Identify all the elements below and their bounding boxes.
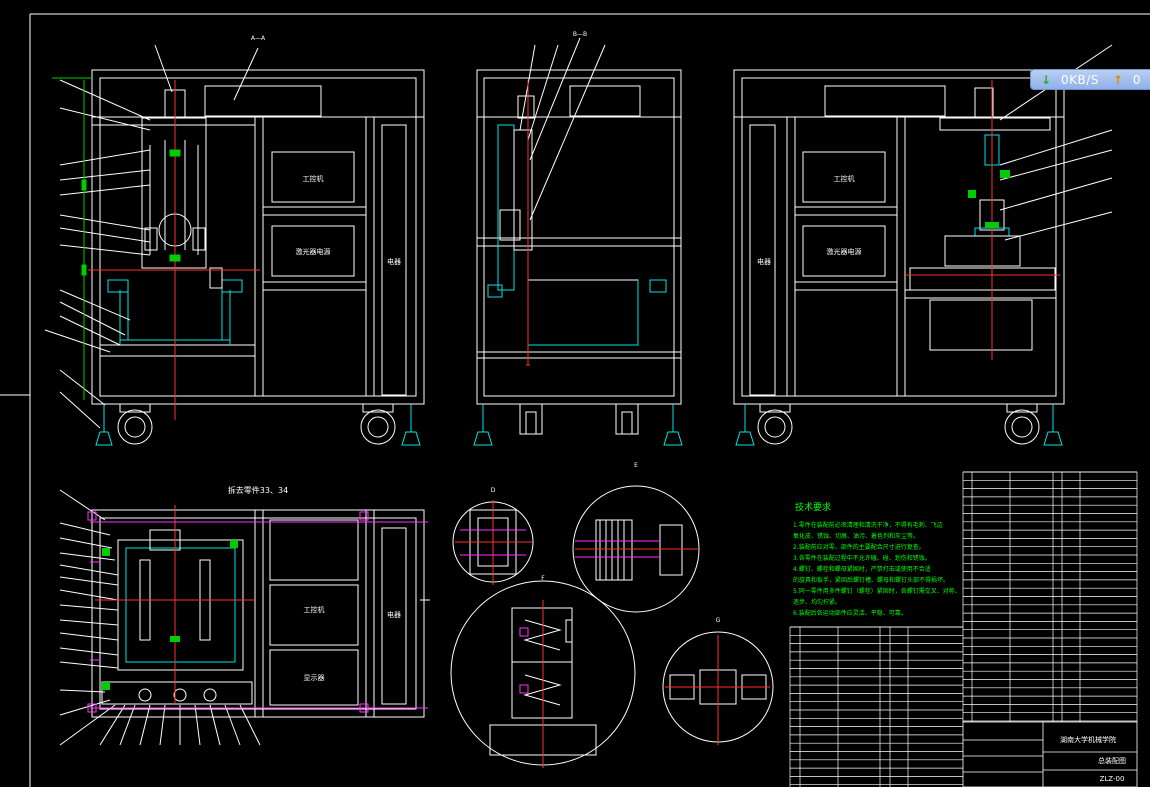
top-view (59, 489, 430, 746)
rear-view-centerlines (905, 80, 1060, 360)
side-view (473, 37, 683, 446)
school-name: 湖南大学机械学院 (1060, 735, 1116, 744)
tech-line: 6.装配后各运动部件应灵活、平稳、可靠。 (793, 609, 907, 617)
display-box-label: 显示器 (304, 674, 325, 682)
network-speed-widget: ↓ 0KB/S ↑ 0 (1030, 69, 1150, 90)
parts-list (789, 471, 1138, 787)
sheet-frame (0, 13, 1150, 787)
upload-arrow-icon: ↑ (1112, 72, 1123, 87)
tech-line: 逐步、均匀拧紧。 (793, 598, 841, 606)
front-view-dims (52, 77, 181, 400)
view-e-label: E (634, 462, 638, 469)
drawing-name: 总装配图 (1098, 756, 1126, 765)
tech-line: 4.螺钉、螺栓和螺母紧固时，严禁打击或使用不合适 (793, 565, 931, 573)
view-d-label: D (491, 487, 496, 494)
technical-requirements: 技术要求 1.零件在装配前必须清理和清洗干净，不得有毛刺、飞边 氧化皮、锈蚀、切… (793, 501, 961, 617)
ipc-box-label: 工控机 (303, 174, 324, 183)
view-labels: A—A B—B D E F G 拆去零件33、34 (228, 31, 721, 624)
tech-line: 5.同一零件用多件螺钉（螺栓）紧固时，各螺钉需交叉、对称、 (793, 587, 961, 595)
tech-line: 氧化皮、锈蚀、切屑、油污、着色剂和灰尘等。 (793, 532, 919, 540)
title-block (962, 721, 1138, 787)
detail-view-g (662, 631, 774, 745)
box-labels: 工控机 激光器电源 电器 工控机 激光器电源 电器 工控机 电器 显示器 (296, 174, 862, 682)
tech-line: 2.装配前应对零、部件的主要配合尺寸进行复查。 (793, 543, 925, 551)
section-b-label: B—B (573, 31, 587, 38)
tech-line: 3.各零件在装配过程中不允许磕、碰、划伤和锈蚀。 (793, 554, 931, 562)
electrical-box-label: 电器 (387, 257, 401, 266)
tech-line: 1.零件在装配前必须清理和清洗干净，不得有毛刺、飞边 (793, 521, 943, 529)
laser-power-box-label: 激光器电源 (296, 247, 331, 256)
electrical-box-label-right: 电器 (757, 257, 771, 266)
detail-view-d (452, 500, 534, 585)
title-block-text: 湖南大学机械学院 总装配图 ZLZ-00 (1060, 735, 1126, 783)
download-arrow-icon: ↓ (1040, 72, 1052, 87)
tech-line: 的旋具和扳手，紧固后螺钉槽、螺母和螺钉头部不得损坏。 (793, 576, 949, 584)
top-view-green (102, 540, 238, 690)
tech-title: 技术要求 (795, 501, 831, 513)
top-view-centerlines (95, 505, 255, 705)
laser-power-box-label-right: 激光器电源 (827, 247, 862, 256)
section-label: A—A (251, 35, 266, 42)
detail-view-e (572, 485, 700, 613)
top-view-magenta (87, 511, 428, 713)
front-view (44, 44, 425, 446)
ipc-box-label-right: 工控机 (834, 174, 855, 183)
ipc-box-label-bottom: 工控机 (304, 605, 325, 614)
view-f-label: F (541, 575, 545, 582)
download-rate: 0KB/S (1061, 72, 1099, 87)
drawing-number: ZLZ-00 (1100, 775, 1125, 783)
view-g-label: G (716, 617, 721, 624)
upload-rate: 0 (1132, 72, 1142, 87)
detail-view-f (450, 580, 636, 768)
side-view-centerlines (526, 80, 530, 366)
front-view-centerlines (88, 80, 260, 420)
rear-view-green (968, 170, 1010, 228)
removed-parts-note: 拆去零件33、34 (228, 485, 288, 495)
electrical-box-label-bottom: 电器 (387, 610, 401, 619)
